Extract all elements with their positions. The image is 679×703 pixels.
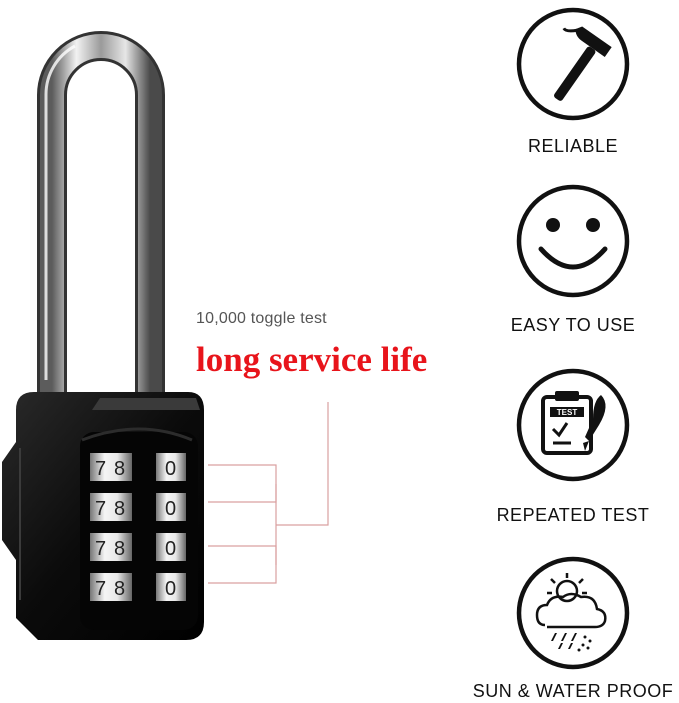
feature-label-reliable: RELIABLE (527, 136, 619, 156)
dial-row[interactable]: 7 8 0 (90, 533, 186, 561)
sun-rain-cloud-icon (516, 556, 630, 670)
smiley-icon (516, 184, 630, 298)
dial-wheel-digit: 0 (165, 498, 176, 520)
feature-label-sun-water-proof: SUN & WATER PROOF (472, 681, 674, 701)
combination-dials: 7 8 0 7 8 0 7 8 0 7 8 0 (90, 453, 186, 601)
dial-digit-right: 8 (114, 458, 125, 480)
dial-wheel-digit: 0 (165, 458, 176, 480)
hammer-icon (516, 7, 630, 121)
test-clipboard-icon: TEST (516, 368, 630, 482)
dial-wheel-digit: 0 (165, 538, 176, 560)
dial-wheel-digit: 0 (165, 578, 176, 600)
callout-bracket (208, 402, 329, 584)
dial-digit-left: 7 (95, 458, 106, 480)
toggle-test-caption: 10,000 toggle test (196, 310, 327, 327)
dial-row[interactable]: 7 8 0 (90, 493, 186, 521)
feature-label-easy-to-use: EASY TO USE (510, 315, 636, 335)
padlock-shackle (37, 31, 165, 400)
dial-digit-left: 7 (95, 498, 106, 520)
svg-text:TEST: TEST (557, 408, 578, 417)
service-life-headline: long service life (196, 340, 428, 379)
dial-row[interactable]: 7 8 0 (90, 453, 186, 481)
dial-digit-right: 8 (114, 498, 125, 520)
feature-label-repeated-test: REPEATED TEST (496, 505, 650, 525)
dial-digit-right: 8 (114, 578, 125, 600)
dial-row[interactable]: 7 8 0 (90, 573, 186, 601)
dial-digit-left: 7 (95, 578, 106, 600)
dial-digit-left: 7 (95, 538, 106, 560)
dial-digit-right: 8 (114, 538, 125, 560)
